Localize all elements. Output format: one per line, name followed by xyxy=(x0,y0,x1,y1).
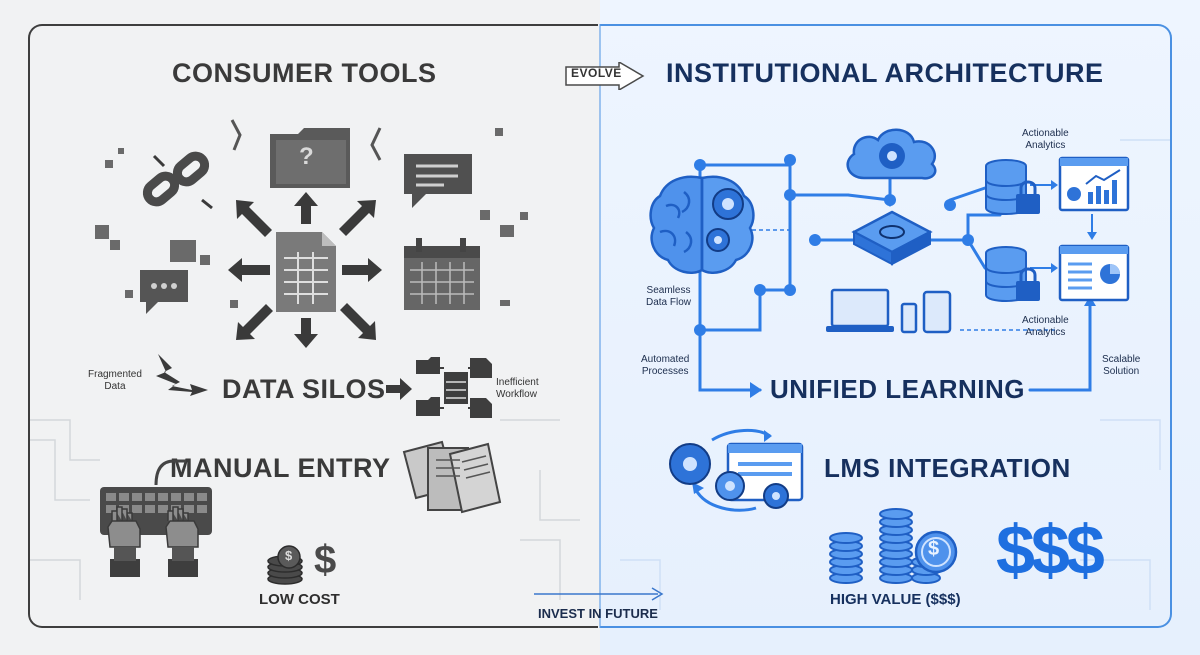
coin-stack-icon xyxy=(267,545,303,585)
lightning-arrow-icon xyxy=(156,354,208,396)
keyboard-hands-icon xyxy=(100,459,212,577)
documents-icon xyxy=(402,440,502,514)
institutional-title: INSTITUTIONAL ARCHITECTURE xyxy=(666,58,1104,88)
database-lock-icon-2 xyxy=(985,246,1040,302)
coin-glyph: $ xyxy=(285,548,293,563)
data-silos-label: DATA SILOS xyxy=(222,374,386,404)
invest-label: INVEST IN FUTURE xyxy=(538,606,658,621)
analytics-dashboard-icon-2 xyxy=(1058,244,1130,302)
calendar-icon xyxy=(404,238,480,310)
consumer-tools-title: CONSUMER TOOLS xyxy=(172,58,437,88)
cloud-gear-icon xyxy=(846,128,937,180)
unified-learning-label: UNIFIED LEARNING xyxy=(770,374,1025,404)
left-frame xyxy=(28,24,598,628)
chat-bubble-icon xyxy=(404,154,472,208)
dollar-icon: $ xyxy=(314,538,337,582)
pixel-fragments xyxy=(95,119,528,308)
analytics-dashboard-icon xyxy=(1058,156,1130,212)
folder-question-icon xyxy=(270,128,350,188)
lms-integration-label: LMS INTEGRATION xyxy=(824,453,1071,483)
dollars-icon: $$$ xyxy=(996,511,1105,589)
coin-stacks-icon xyxy=(829,508,958,584)
brain-gears-icon xyxy=(649,175,755,274)
devices-icon xyxy=(826,288,952,334)
coin-dollar-glyph: $ xyxy=(928,538,940,560)
right-frame xyxy=(600,24,1172,628)
broken-link-icon xyxy=(142,151,213,210)
left-panel xyxy=(0,0,600,655)
arrow-right-icon xyxy=(386,378,412,400)
message-bubble-icon xyxy=(140,270,188,314)
workflow-icon xyxy=(416,357,492,418)
evolve-arrow xyxy=(565,62,645,90)
spreadsheet-arrows-icon xyxy=(228,192,382,348)
evolve-label: EVOLVE xyxy=(571,66,622,80)
high-value-label: HIGH VALUE ($$$) xyxy=(830,591,961,608)
panel-divider xyxy=(599,24,601,628)
low-cost-label: LOW COST xyxy=(259,591,340,608)
folder-question-glyph: ? xyxy=(299,143,314,170)
manual-entry-label: MANUAL ENTRY xyxy=(170,453,391,483)
hub-node-icon xyxy=(851,210,933,266)
invest-arrow xyxy=(534,587,664,601)
gears-window-icon xyxy=(669,429,804,512)
database-lock-icon xyxy=(985,159,1040,215)
